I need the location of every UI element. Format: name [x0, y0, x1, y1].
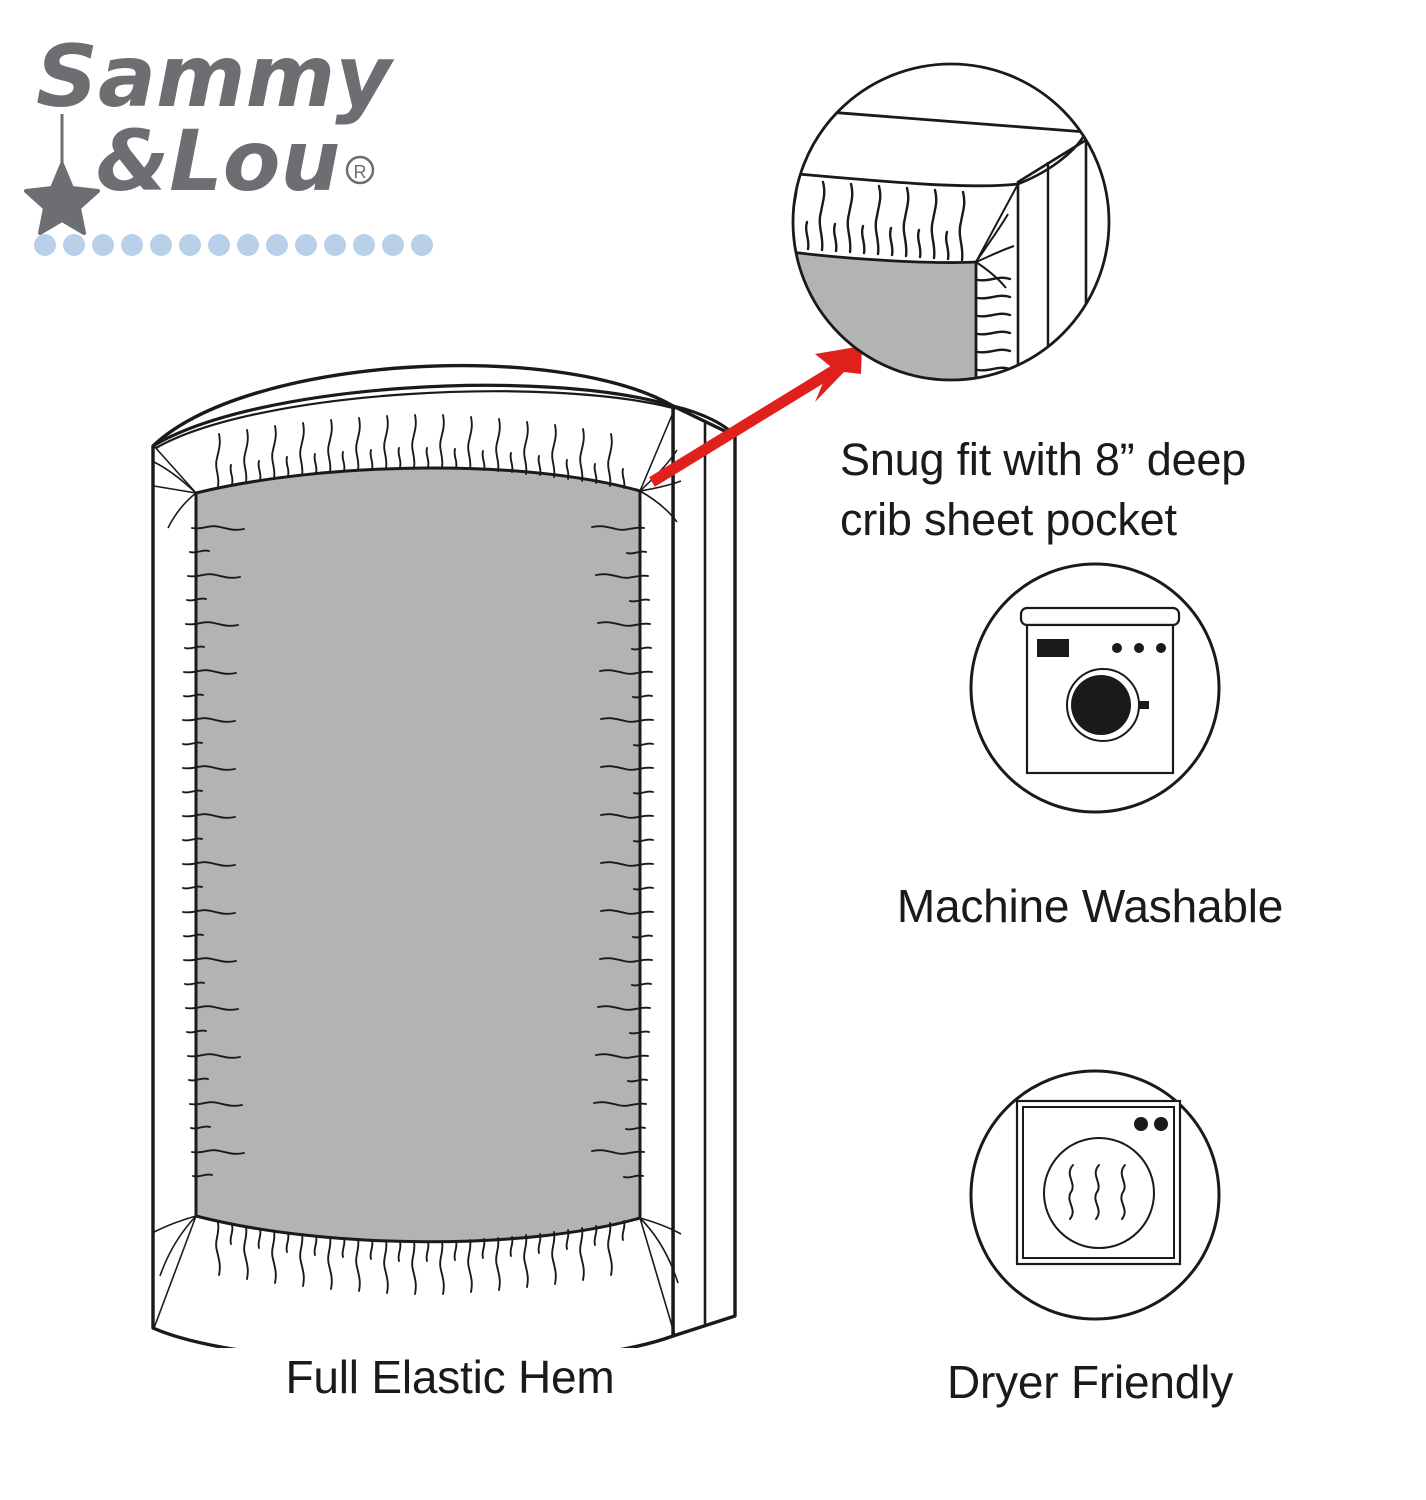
sheet-hem-rim: [155, 390, 674, 449]
detail-rim-surface: [793, 170, 1019, 188]
washer-indicator-3: [1156, 643, 1166, 653]
corner-gathers-top-left: [153, 445, 197, 529]
detail-right-face: [1016, 137, 1088, 380]
washer-lid: [1019, 606, 1181, 627]
washer-indicator-2: [1134, 643, 1144, 653]
dryer-heat-waves: [1068, 1164, 1126, 1220]
svg-text:R: R: [354, 162, 367, 182]
detail-corner-gathers: [975, 183, 1019, 289]
dryer-friendly-label: Dryer Friendly: [946, 1356, 1234, 1408]
corner-gathers-bottom-left: [153, 1215, 197, 1329]
washer-door-glass: [1071, 675, 1131, 735]
registered-mark-icon: R: [345, 155, 375, 185]
machine-washable-label: Machine Washable: [896, 880, 1284, 932]
logo-word-sammy: Sammy: [36, 27, 395, 127]
mattress-panel: [194, 466, 642, 1244]
corner-gathers-bottom-right: [639, 1217, 682, 1337]
snug-fit-caption: Snug fit with 8” deep crib sheet pocket: [840, 430, 1360, 550]
dryer-drum: [1043, 1137, 1155, 1249]
crib-sheet-illustration: [128, 328, 778, 1348]
full-elastic-hem-label: Full Elastic Hem: [285, 1351, 615, 1403]
washer-display: [1037, 639, 1069, 657]
detail-bubble-outline: [791, 62, 1111, 382]
logo-word-lou: &Lou: [96, 112, 340, 210]
snug-fit-caption-line-1: Snug fit with 8” deep: [840, 434, 1247, 485]
detail-hem-edge: [793, 248, 977, 264]
corner-detail-magnifier: [786, 22, 1116, 422]
sheet-top-ridge: [152, 383, 674, 448]
snug-fit-caption-line-2: crib sheet pocket: [840, 494, 1177, 545]
washing-machine-icon: [965, 558, 1225, 818]
washer-indicator-1: [1112, 643, 1122, 653]
brand-dot-rule: [34, 234, 433, 256]
detail-mattress-panel: [793, 250, 976, 380]
dryer-indicator-1: [1134, 1117, 1148, 1131]
dryer-indicator-2: [1154, 1117, 1168, 1131]
brand-logo: Sammy &Lou R: [14, 18, 444, 268]
dryer-icon: [965, 1065, 1225, 1325]
star-icon: [24, 162, 100, 235]
washer-door-latch: [1139, 701, 1149, 709]
